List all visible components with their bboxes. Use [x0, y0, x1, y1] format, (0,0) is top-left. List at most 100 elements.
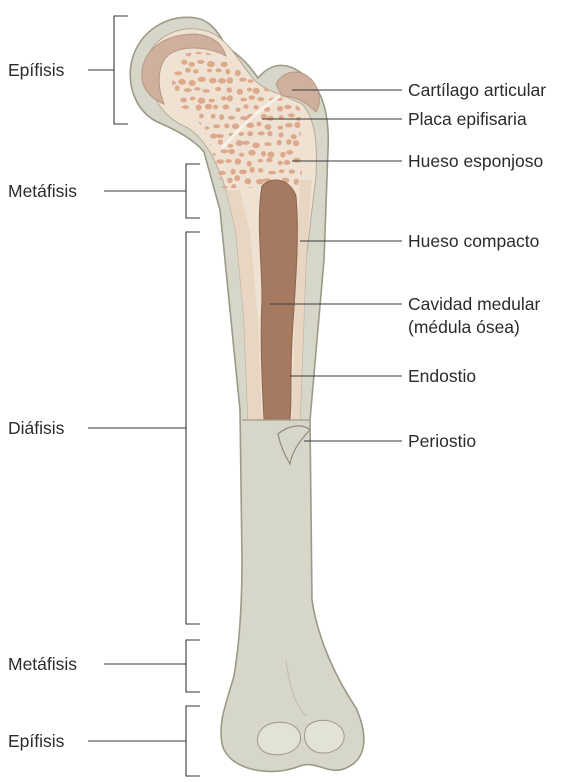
spongy-bone-pore — [176, 142, 181, 148]
spongy-bone-pore — [218, 78, 226, 84]
spongy-bone-pore — [169, 151, 177, 156]
spongy-bone-pore — [247, 88, 252, 92]
spongy-bone-pore — [227, 77, 233, 83]
spongy-bone-pore — [278, 161, 283, 165]
spongy-bone-pore — [293, 51, 299, 55]
label-endosteum: Endostio — [408, 366, 476, 386]
spongy-bone-pore — [216, 159, 224, 164]
spongy-bone-pore — [266, 158, 272, 162]
spongy-bone-pore — [219, 114, 224, 120]
spongy-bone-pore — [235, 159, 241, 165]
spongy-bone-pore — [223, 105, 230, 110]
spongy-bone-pore — [178, 168, 184, 172]
spongy-bone-pore — [243, 104, 248, 109]
spongy-bone-pore — [257, 97, 264, 101]
spongy-bone-pore — [202, 89, 210, 93]
spongy-bone-pore — [207, 69, 212, 73]
spongy-bone-pore — [198, 98, 206, 104]
label-compact-bone: Hueso compacto — [408, 231, 539, 251]
spongy-bone-pore — [213, 105, 218, 110]
spongy-bone-pore — [215, 87, 221, 91]
spongy-bone-pore — [190, 185, 197, 189]
spongy-bone-pore — [184, 88, 192, 92]
spongy-bone-pore — [216, 68, 222, 72]
spongy-bone-pore — [188, 150, 195, 154]
spongy-bone-pore — [293, 140, 299, 146]
spongy-bone-pore — [221, 96, 227, 100]
spongy-bone-pore — [228, 116, 236, 120]
spongy-bone-pore — [279, 132, 284, 137]
spongy-bone-pore — [242, 141, 250, 145]
spongy-bone-pore — [280, 152, 285, 158]
spongy-bone-pore — [268, 171, 276, 175]
bracket-epiphysis-bottom — [186, 706, 200, 776]
spongy-bone-pore — [245, 178, 252, 184]
spongy-bone-pore — [236, 140, 243, 146]
spongy-bone-pore — [293, 158, 301, 163]
spongy-bone-pore — [167, 178, 172, 183]
spongy-bone-pore — [218, 139, 223, 144]
spongy-bone-pore — [284, 105, 292, 109]
spongy-bone-pore — [239, 153, 244, 157]
spongy-bone-pore — [194, 87, 200, 91]
spongy-bone-pore — [294, 122, 300, 128]
spongy-bone-pore — [199, 114, 204, 119]
spongy-bone-pore — [194, 159, 202, 163]
spongy-bone-pore — [258, 168, 264, 173]
spongy-bone-pore — [285, 123, 293, 128]
label-metaphysis-top: Metáfisis — [8, 181, 77, 201]
spongy-bone-pore — [201, 185, 208, 191]
spongy-bone-pore — [189, 80, 196, 86]
spongy-bone-pore — [265, 124, 272, 130]
spongy-bone-pore — [243, 54, 249, 58]
spongy-bone-pore — [180, 98, 187, 103]
spongy-bone-pore — [284, 160, 291, 165]
spongy-bone-pore — [190, 168, 195, 172]
spongy-bone-pore — [196, 104, 202, 110]
spongy-bone-pore — [277, 140, 282, 146]
spongy-bone-pore — [189, 62, 195, 67]
spongy-bone-pore — [239, 170, 247, 175]
spongy-bone-pore — [198, 171, 204, 175]
spongy-bone-pore — [228, 149, 235, 154]
spongy-bone-pore — [258, 159, 263, 163]
spongy-bone-pore — [265, 50, 270, 56]
label-periosteum: Periostio — [408, 431, 476, 451]
spongy-bone-pore — [256, 179, 264, 185]
label-epiphysis-bottom: Epífisis — [8, 731, 65, 751]
spongy-bone-pore — [209, 78, 217, 84]
spongy-bone-pore — [190, 97, 195, 101]
spongy-bone-pore — [267, 116, 274, 121]
spongy-bone-pore — [260, 60, 265, 66]
label-epiphyseal-plate: Placa epifisaria — [408, 109, 527, 129]
spongy-bone-pore — [254, 105, 259, 110]
spongy-bone-pore — [213, 124, 220, 128]
spongy-bone-pore — [225, 159, 231, 163]
spongy-bone-pore — [288, 113, 295, 117]
spongy-bone-pore — [211, 114, 216, 119]
spongy-bone-pore — [178, 79, 186, 85]
spongy-bone-pore — [286, 139, 292, 144]
spongy-bone-pore — [267, 152, 274, 158]
spongy-bone-pore — [197, 60, 204, 64]
spongy-bone-pore — [277, 106, 283, 112]
label-medullary-cavity-line1: Cavidad medular — [408, 294, 540, 314]
spongy-bone-pore — [216, 134, 224, 138]
spongy-bone-pore — [167, 185, 172, 190]
spongy-bone-pore — [289, 170, 296, 174]
spongy-bone-pore — [291, 134, 297, 139]
bracket-metaphysis-bottom — [186, 640, 200, 692]
spongy-bone-pore — [167, 169, 174, 174]
bracket-epiphysis-top — [114, 16, 128, 124]
label-spongy-bone: Hueso esponjoso — [408, 151, 543, 171]
spongy-bone-pore — [220, 62, 227, 67]
spongy-bone-pore — [261, 151, 266, 157]
spongy-bone-pore — [173, 177, 180, 181]
spongy-bone-pore — [237, 89, 243, 95]
spongy-bone-pore — [163, 158, 170, 164]
spongy-bone-pore — [175, 85, 180, 91]
spongy-bone-pore — [239, 132, 245, 136]
spongy-bone-pore — [186, 143, 192, 148]
